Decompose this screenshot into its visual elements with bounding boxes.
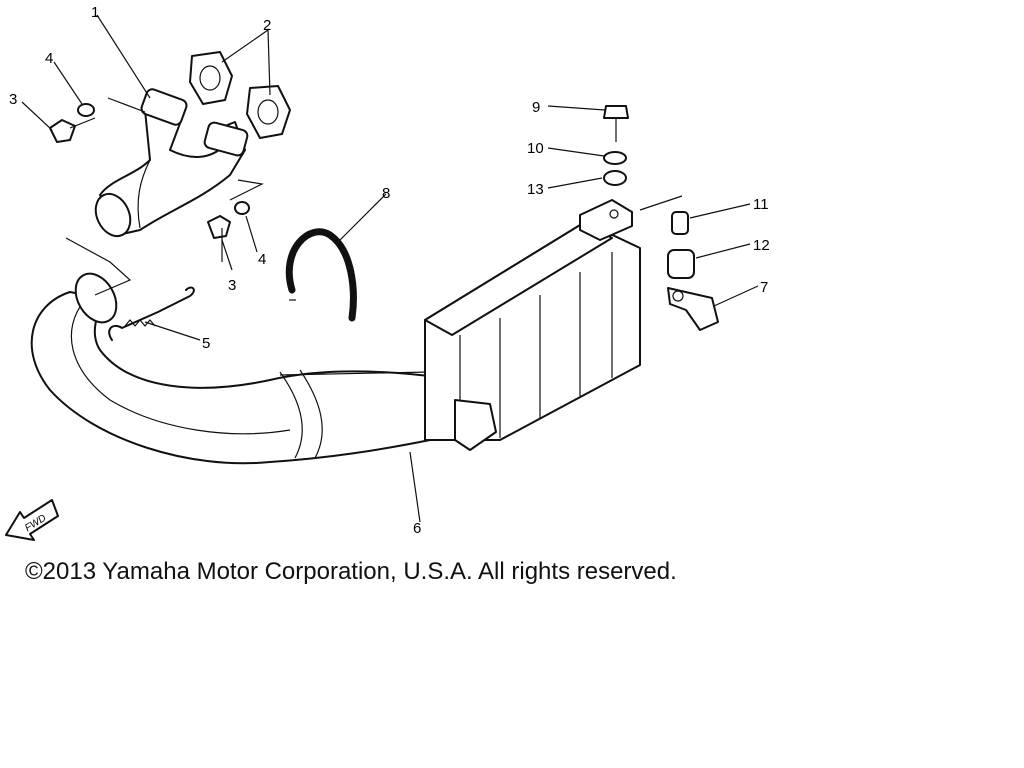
washer-10: [603, 151, 627, 165]
damper-12: [667, 249, 695, 279]
fwd-arrow-icon: FWD: [5, 499, 59, 541]
exhaust-pipe: [30, 272, 446, 465]
collar-11: [671, 211, 689, 235]
copyright-notice: ©2013 Yamaha Motor Corporation, U.S.A. A…: [25, 558, 677, 585]
callout-2: 2: [263, 17, 271, 34]
callout-6: 6: [413, 520, 421, 537]
callout-3-upper: 3: [9, 91, 17, 108]
callout-9: 9: [532, 99, 540, 116]
callout-4-lower: 4: [258, 251, 266, 268]
callout-12: 12: [753, 237, 770, 254]
spring: [108, 286, 195, 341]
hose: [285, 228, 357, 322]
callout-4-upper: 4: [45, 50, 53, 67]
washer-lower: [234, 201, 250, 215]
callout-1: 1: [91, 4, 99, 21]
callout-10: 10: [527, 140, 544, 157]
gaskets: [189, 51, 291, 139]
exhaust-manifold: [94, 88, 249, 238]
bolt-lower: [207, 215, 231, 262]
bracket-7: [667, 287, 719, 331]
callout-5: 5: [202, 335, 210, 352]
callout-11: 11: [753, 196, 769, 213]
leader-lines: [21, 14, 759, 523]
callout-3-lower: 3: [228, 277, 236, 294]
muffler: [424, 199, 641, 451]
callout-8: 8: [382, 185, 390, 202]
washer-13: [603, 170, 627, 186]
callout-13: 13: [527, 181, 544, 198]
guide-lines: [65, 97, 683, 296]
bolt-upper: [49, 117, 96, 143]
bolt-9: [603, 105, 629, 142]
washer-upper: [77, 103, 95, 117]
callout-7: 7: [760, 279, 768, 296]
